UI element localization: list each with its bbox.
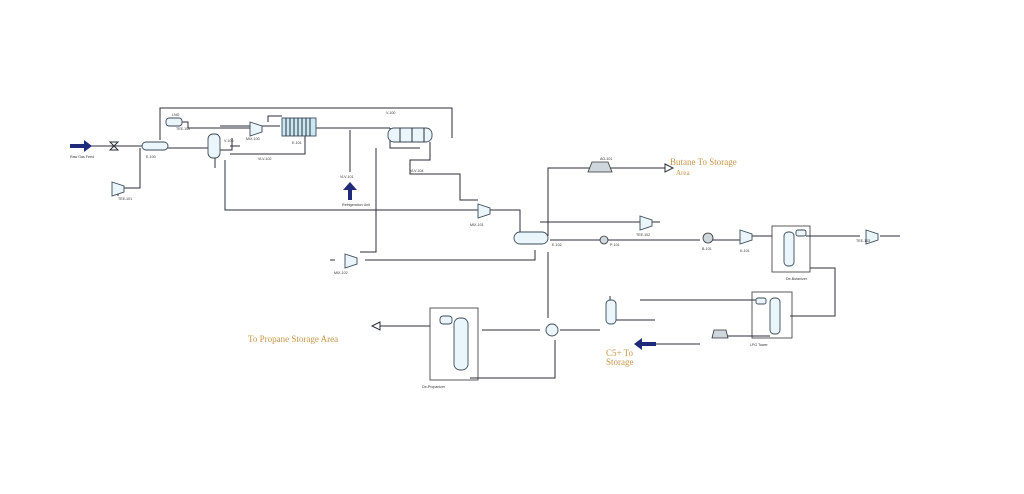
e100-label: E-100: [146, 155, 156, 159]
mix102-label: MIX-102: [334, 271, 348, 275]
lng-label: LNG: [172, 113, 180, 117]
pump-icon: [711, 329, 729, 339]
c5-annotation-line1: C5+ To: [606, 348, 634, 358]
mix100-label: MIX-100: [246, 137, 260, 141]
v100-separator: [207, 133, 221, 159]
v102-column: [387, 127, 433, 143]
k101-label: K-101: [740, 249, 750, 253]
depropanizer-label: De-Propanizer: [422, 385, 446, 389]
e102-exchanger: [513, 231, 549, 245]
feed-label: Raw Gas Feed: [70, 155, 94, 159]
mix100-icon: [249, 121, 263, 137]
debutanizer-frame: [771, 225, 811, 273]
butane-annotation-sub: Area: [676, 169, 690, 177]
debutanizer-column: [783, 229, 807, 267]
p101-label: P-101: [610, 243, 620, 247]
ag101-cooler: [587, 161, 613, 173]
tee102-icon: [639, 215, 653, 231]
k101-compressor: [739, 229, 753, 245]
b101-blower: [702, 232, 714, 244]
feed-arrow: [70, 140, 92, 152]
tee101-label: TEE-101: [118, 197, 132, 201]
lpg-label: LPG Tower: [750, 343, 769, 347]
mix101-label: MIX-101: [470, 223, 484, 227]
e101-cold-box: [281, 117, 317, 137]
depropanizer-frame: [429, 307, 479, 381]
depropanizer-column: [439, 315, 469, 371]
lpg-drum: [605, 299, 617, 325]
lng-drum: [165, 117, 183, 127]
e101-label: E-101: [292, 141, 302, 145]
b101-label: B-101: [702, 247, 712, 251]
e102-label: E-102: [552, 243, 562, 247]
lpg-column: [755, 297, 781, 335]
c5-arrow: [634, 338, 656, 350]
tee103-label: TEE-103: [856, 239, 870, 243]
v100-label: V-100: [224, 139, 233, 143]
compressor-icon: [111, 181, 125, 197]
tee102-label: TEE-102: [636, 233, 650, 237]
p101-pump: [599, 235, 609, 245]
refrigeration-arrow: [343, 182, 357, 200]
propane-annotation: To Propane Storage Area: [248, 334, 338, 344]
ag101-label: AG-101: [600, 157, 612, 161]
process-lines: [90, 107, 900, 379]
mixer-node: [545, 323, 559, 337]
butane-arrow: [664, 163, 675, 173]
valve-icon: [108, 141, 120, 151]
mix102-icon: [344, 253, 358, 269]
debutanizer-label: De-Butanizer: [786, 277, 808, 281]
c5-annotation-line2: Storage: [606, 357, 634, 367]
lpg-frame: [751, 291, 793, 339]
v102-label: V-100: [386, 111, 395, 115]
mix101-icon: [477, 203, 491, 219]
vlv101-label: VLV-101: [340, 175, 354, 179]
vlv104-label: VLV-104: [410, 169, 424, 173]
e100-exchanger: [141, 141, 169, 151]
tee100-label: TEE-100: [176, 127, 190, 131]
tee103-icon: [865, 229, 879, 245]
butane-annotation: Butane To Storage: [670, 157, 737, 167]
refrigeration-label: Refrigeration Unit: [342, 203, 370, 207]
propane-arrow: [370, 321, 381, 331]
vlv102-label: VLV-102: [258, 157, 272, 161]
